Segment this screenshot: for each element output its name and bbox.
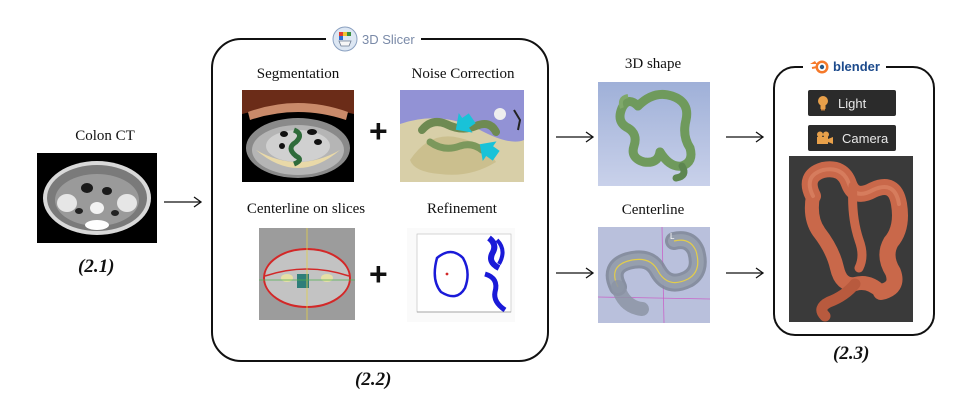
panel-label-noise-correction: Noise Correction: [411, 66, 515, 82]
blender-name: blender: [833, 58, 880, 74]
segmentation-image: [242, 90, 354, 182]
camera-button[interactable]: Camera: [808, 125, 896, 151]
stage-2-1: (2.1): [78, 256, 115, 277]
centerline-3d-image: L: [598, 227, 710, 323]
arrow-ct-to-slicer: [164, 196, 203, 208]
3d-shape-image: [598, 82, 710, 186]
blender-render-image: [789, 156, 913, 322]
panel-label-segmentation: Segmentation: [256, 66, 340, 82]
panel-label-refinement: Refinement: [427, 201, 497, 217]
stage-2-3: (2.3): [833, 343, 870, 364]
arrow-slicer-to-centerline: [556, 267, 595, 279]
slicer-name: 3D Slicer: [362, 31, 415, 47]
arrow-shape-to-blender: [726, 131, 765, 143]
camera-button-label: Camera: [842, 130, 889, 146]
light-button[interactable]: Light: [808, 90, 896, 116]
arrow-centerline-to-blender: [726, 267, 765, 279]
slicer-logo-icon: [332, 26, 358, 52]
colon-ct-label: Colon CT: [75, 128, 135, 144]
noise-correction-image: [400, 90, 524, 182]
slicer-badge: 3D Slicer: [326, 26, 421, 52]
blender-logo-icon: [810, 60, 829, 74]
arrow-slicer-to-shape: [556, 131, 595, 143]
light-button-label: Light: [838, 95, 867, 111]
output-label-3d-shape: 3D shape: [624, 56, 682, 72]
bulb-icon: [818, 96, 828, 111]
blender-badge: blender: [803, 57, 886, 75]
plus-operator-bottom: +: [369, 256, 388, 292]
output-label-centerline: Centerline: [621, 202, 685, 218]
colon-ct-image: [37, 153, 157, 243]
refinement-plot-image: [407, 228, 515, 322]
plus-operator-top: +: [369, 113, 388, 149]
svg-text:L: L: [670, 232, 675, 241]
centerline-slices-image: [259, 228, 355, 320]
stage-2-2: (2.2): [355, 369, 392, 390]
panel-label-centerline-slices: Centerline on slices: [246, 201, 366, 217]
camera-icon: [817, 131, 833, 144]
